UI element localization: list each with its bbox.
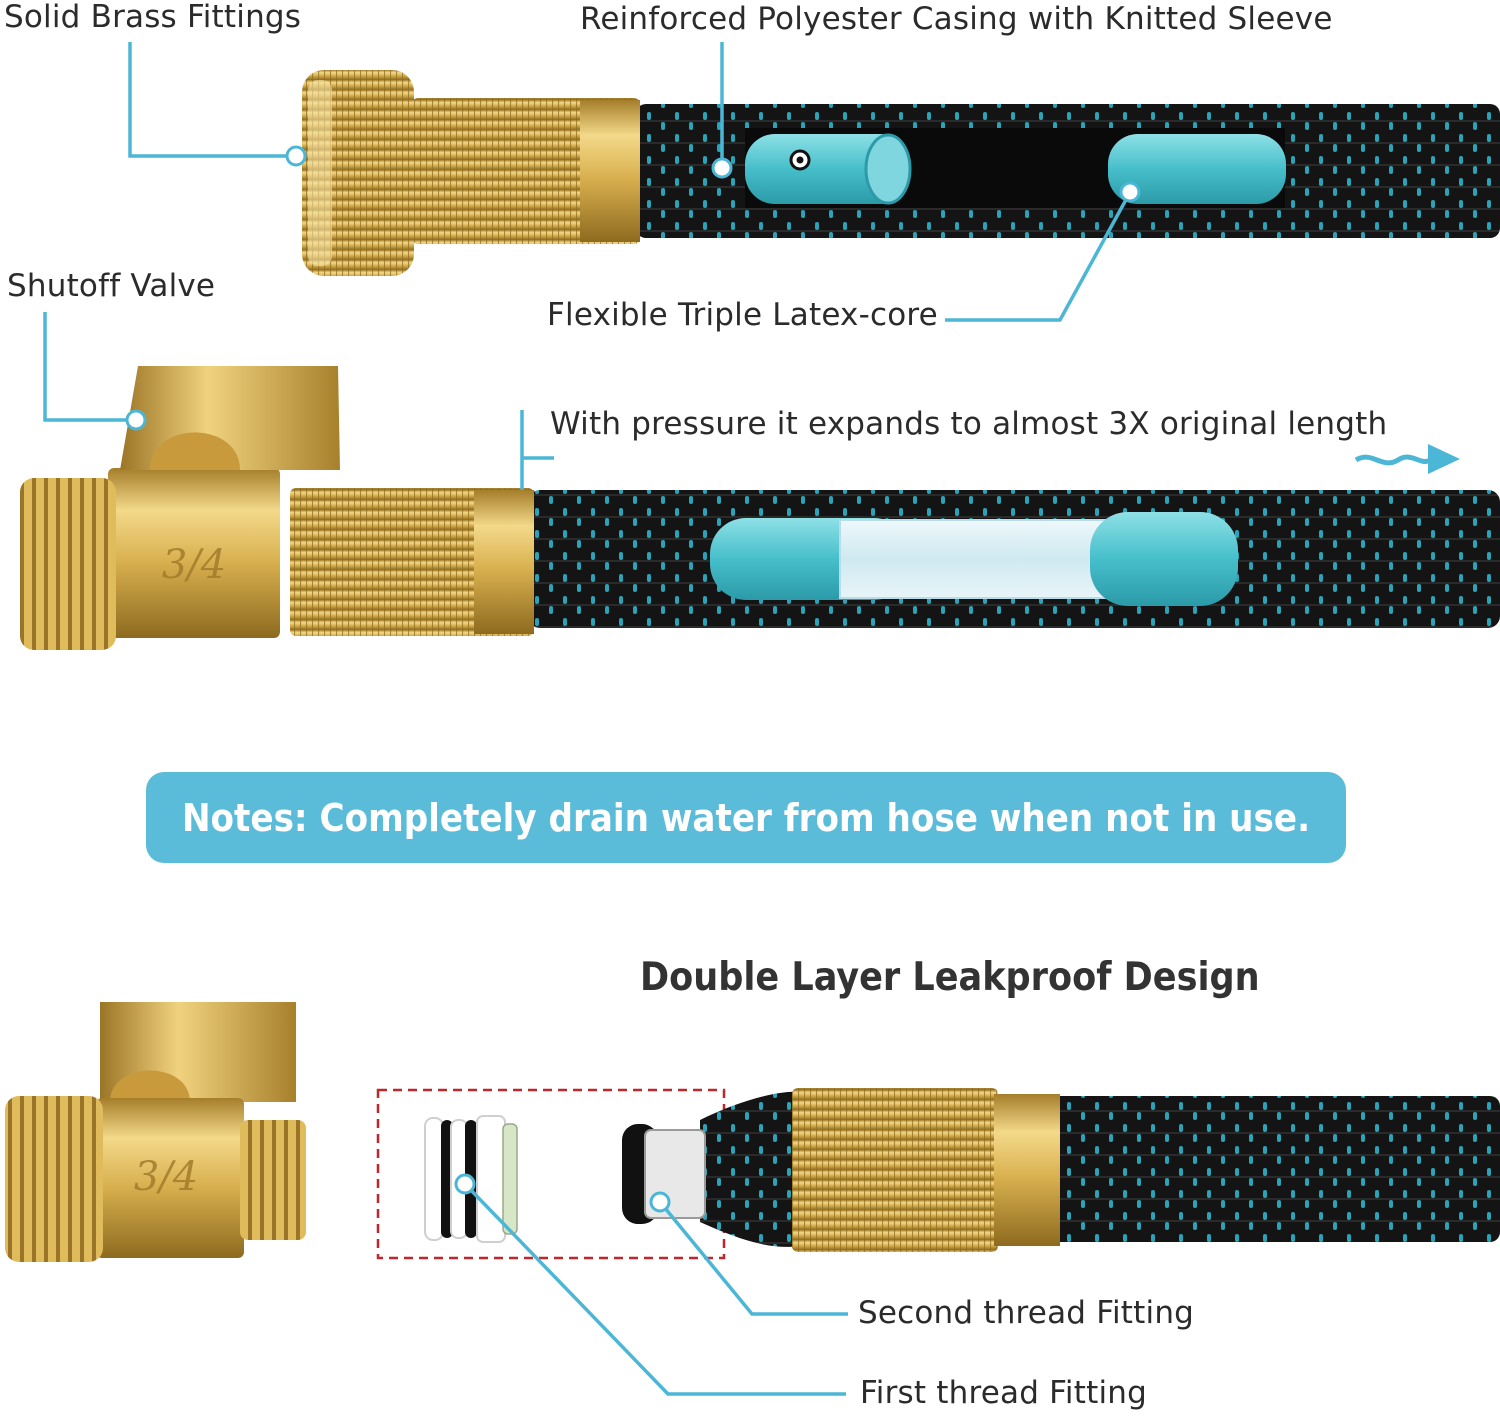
callout-line-pressure <box>520 410 554 490</box>
leakproof-heading: Double Layer Leakproof Design <box>640 955 1260 1000</box>
callout-line-latex-core <box>945 195 1130 322</box>
middle-core-right <box>1090 512 1238 606</box>
label-second-thread-fitting: Second thread Fitting <box>858 1295 1195 1331</box>
washer-1 <box>424 1117 444 1241</box>
bottom-hose-casing <box>1040 1096 1500 1242</box>
valve-size-marking-middle: 3/4 <box>162 542 226 588</box>
expand-arrow-icon <box>1354 444 1460 474</box>
middle-valve-stem <box>150 432 240 470</box>
notes-text: Notes: Completely drain water from hose … <box>181 795 1311 840</box>
bottom-valve-stem <box>110 1070 190 1102</box>
callout-dot-casing <box>711 157 733 179</box>
callout-dot-latex-core <box>1119 181 1141 203</box>
bottom-valve-body <box>96 1098 244 1258</box>
valve-size-marking-bottom: 3/4 <box>134 1154 198 1200</box>
label-pressure-expansion: With pressure it expands to almost 3X or… <box>550 406 1388 442</box>
middle-hose-assembly <box>20 366 1500 650</box>
callout-line-first-thread <box>463 1182 846 1396</box>
callout-dots <box>125 145 1141 1213</box>
label-reinforced-casing: Reinforced Polyester Casing with Knitted… <box>580 1 1333 37</box>
core-end-opening <box>864 133 912 205</box>
middle-ferrule-collar <box>474 490 534 634</box>
callout-line-solid-brass <box>128 42 296 158</box>
label-first-thread-fitting: First thread Fitting <box>860 1375 1147 1411</box>
callout-line-shutoff <box>43 312 134 422</box>
top-ferrule-collar <box>580 100 640 242</box>
middle-male-thread <box>20 478 116 650</box>
callout-lines <box>43 42 1130 1396</box>
expanded-core-water <box>839 519 1111 599</box>
notes-banner: Notes: Completely drain water from hose … <box>146 772 1346 863</box>
middle-ferrule <box>290 488 534 636</box>
callout-dot-second-thread <box>649 1191 671 1213</box>
callout-dot-shutoff <box>125 409 147 431</box>
core-marker-dot-inner <box>796 156 804 164</box>
callout-dot-first-thread <box>454 1173 476 1195</box>
middle-valve-body <box>108 468 280 638</box>
bottom-assembly <box>5 1002 1500 1262</box>
label-shutoff-valve: Shutoff Valve <box>7 268 216 304</box>
hose-end-flare <box>700 1091 800 1247</box>
bottom-male-thread-left <box>5 1096 103 1262</box>
callout-line-second-thread <box>658 1200 848 1316</box>
label-solid-brass-fittings: Solid Brass Fittings <box>4 0 302 35</box>
label-latex-core: Flexible Triple Latex-core <box>547 297 938 333</box>
washer-4 <box>502 1123 518 1235</box>
swivel-nut-highlight <box>308 80 332 266</box>
top-latex-core-right <box>1108 134 1286 204</box>
callout-dot-solid-brass <box>285 145 307 167</box>
bottom-male-thread-right <box>240 1120 306 1240</box>
bottom-ferrule-collar <box>994 1094 1060 1246</box>
washer-box <box>376 1088 726 1260</box>
bottom-ferrule <box>792 1088 998 1252</box>
top-hose-assembly <box>302 70 1500 276</box>
